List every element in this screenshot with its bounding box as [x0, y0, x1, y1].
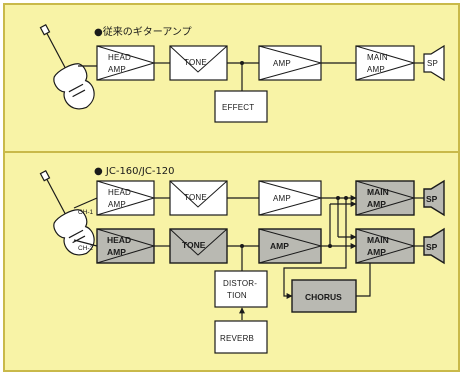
- ch1-tone-label: TONE: [184, 193, 207, 202]
- guitar-icon: [39, 24, 95, 110]
- ch1-head-amp-label-1: HEAD: [108, 188, 131, 197]
- chorus-output: [356, 253, 373, 297]
- speaker-label: SP: [427, 59, 438, 68]
- main-amp-2-block: MAIN AMP: [355, 228, 416, 264]
- speaker-2-block: SP: [423, 227, 445, 265]
- ch1-head-amp-label-2: AMP: [108, 200, 126, 209]
- guitar-icon: [39, 170, 95, 256]
- amp-block: AMP: [258, 45, 323, 81]
- ch2-cable: [73, 239, 98, 247]
- junction-dot: [344, 196, 348, 200]
- ch1-amp-label: AMP: [273, 194, 291, 203]
- chorus-label: CHORUS: [305, 292, 342, 302]
- reverb-label: REVERB: [220, 334, 254, 343]
- effect-block: EFFECT: [214, 90, 268, 123]
- ch2-tone-block: TONE: [169, 228, 228, 264]
- ch1-tone-block: TONE: [169, 180, 228, 216]
- ch1-cable: [73, 197, 98, 209]
- top-section-title: ●従来のギターアンプ: [94, 25, 192, 38]
- main-amp-block: MAIN AMP: [355, 45, 416, 81]
- ch2-head-amp-block: HEAD AMP: [96, 228, 156, 264]
- main-amp-label-1: MAIN: [367, 53, 388, 62]
- amp-label: AMP: [273, 59, 291, 68]
- tone-label: TONE: [184, 58, 207, 67]
- main-amp-2-label-1: MAIN: [367, 235, 389, 245]
- head-amp-label-2: AMP: [108, 65, 126, 74]
- ch2-amp-label: AMP: [270, 241, 289, 251]
- head-amp-label-1: HEAD: [108, 53, 131, 62]
- bottom-section-title: ● JC-160/JC-120: [94, 166, 175, 177]
- ch2-tone-label: TONE: [182, 240, 206, 250]
- speaker-1-label: SP: [426, 194, 438, 204]
- speaker-1-block: SP: [423, 179, 445, 217]
- effect-label: EFFECT: [222, 103, 254, 112]
- distortion-label-1: DISTOR-: [223, 279, 257, 288]
- ch1-label: CH-1: [78, 209, 94, 216]
- reverb-block: REVERB: [214, 320, 268, 354]
- main-amp-1-label-2: AMP: [367, 199, 386, 209]
- chorus-input: [283, 262, 347, 299]
- ch2-label: CH-2: [78, 245, 94, 252]
- distortion-label-2: TION: [227, 291, 247, 300]
- ch2-head-amp-label-2: AMP: [107, 247, 126, 257]
- tone-block: TONE: [169, 45, 228, 81]
- distortion-block: DISTOR- TION: [214, 270, 268, 308]
- head-amp-block: HEAD AMP: [96, 45, 156, 81]
- main-amp-2-label-2: AMP: [367, 247, 386, 257]
- speaker-block: SP: [423, 44, 445, 82]
- ch1-head-amp-block: HEAD AMP: [96, 180, 156, 216]
- ch2-amp-block: AMP: [258, 228, 323, 264]
- chorus-block: CHORUS: [291, 279, 357, 313]
- junction-dot: [328, 244, 332, 248]
- main-amp-1-block: MAIN AMP: [355, 180, 416, 216]
- ch2-head-amp-label-1: HEAD: [107, 235, 131, 245]
- main-amp-label-2: AMP: [367, 65, 385, 74]
- speaker-2-label: SP: [426, 242, 438, 252]
- ch1-amp-block: AMP: [258, 180, 323, 216]
- main-amp-1-label-1: MAIN: [367, 187, 389, 197]
